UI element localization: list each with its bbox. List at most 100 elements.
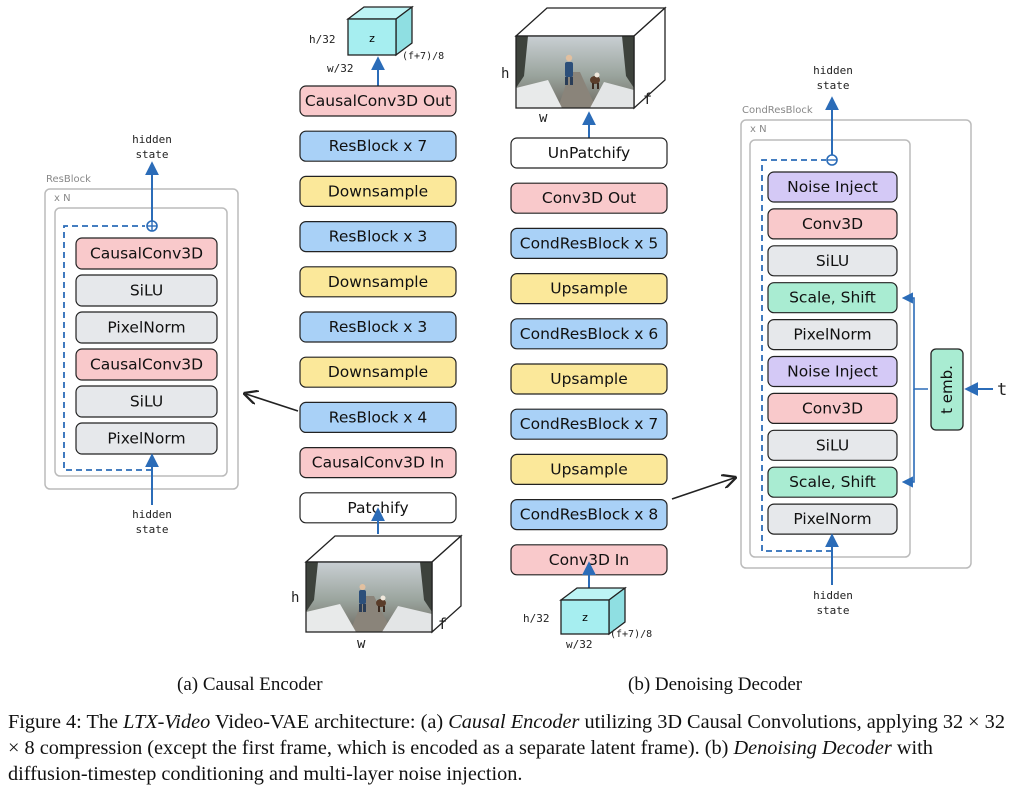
decoder-layer-label: CondResBlock x 6 <box>520 325 658 343</box>
decoder-latent-label: z <box>582 611 588 624</box>
condresblock-layer-pixelnorm: PixelNorm <box>767 503 898 535</box>
decoder-output-video-cube: h w f <box>501 6 667 126</box>
decoder-layer-condresblock-x-7: CondResBlock x 7 <box>510 408 668 440</box>
condresblock-layer-label: PixelNorm <box>793 510 871 528</box>
resblock-outer-frame <box>44 188 239 490</box>
decoder-output-video-frame <box>516 36 634 108</box>
encoder-input-w: w <box>357 636 366 652</box>
decoder-layer-condresblock-x-5: CondResBlock x 5 <box>510 227 668 259</box>
temb-to-scale-shift-1 <box>901 292 928 390</box>
resblock-detail: ResBlock x N CausalConv3DSiLUPixelNormCa… <box>44 133 239 536</box>
resblock-hidden-in-line2: state <box>135 523 168 536</box>
caption-text-2: Video-VAE architecture: (a) <box>214 711 444 733</box>
condresblock-pointer-arrow <box>671 478 734 500</box>
encoder-layer-label: ResBlock x 3 <box>329 228 428 246</box>
t-label: t <box>997 380 1007 400</box>
resblock-title: ResBlock <box>46 174 91 185</box>
encoder-layer-label: CausalConv3D In <box>312 454 444 472</box>
figure-caption: Figure 4: The LTX-Video Video-VAE archit… <box>8 709 1006 787</box>
decoder-output-w: w <box>539 110 548 126</box>
condresblock-layer-silu: SiLU <box>767 245 898 277</box>
encoder-layer-downsample: Downsample <box>299 266 457 298</box>
resblock-hidden-in-line1: hidden <box>132 508 172 521</box>
decoder-output-h: h <box>501 66 509 82</box>
condresblock-layer-label: PixelNorm <box>793 326 871 344</box>
condresblock-layer-label: Scale, Shift <box>789 473 876 491</box>
encoder-layer-label: ResBlock x 4 <box>329 408 428 426</box>
encoder-layer-label: Downsample <box>328 363 428 381</box>
decoder-layer-upsample: Upsample <box>510 363 668 395</box>
decoder-layer-label: Conv3D In <box>549 551 629 569</box>
temb-to-scale-shift-2 <box>901 389 915 488</box>
resblock-layer-pixelnorm: PixelNorm <box>75 422 218 455</box>
condresblock-layer-conv3d: Conv3D <box>767 392 898 424</box>
encoder-layer-label: CausalConv3D Out <box>305 92 451 110</box>
resblock-layer-label: SiLU <box>130 282 163 300</box>
decoder-layer-unpatchify: UnPatchify <box>510 137 668 169</box>
resblock-layer-silu: SiLU <box>75 274 218 307</box>
resblock-layer-label: SiLU <box>130 393 163 411</box>
encoder-input-h: h <box>291 590 299 606</box>
encoder-layer-label: ResBlock x 3 <box>329 318 428 336</box>
encoder-input-video-frame <box>306 562 432 632</box>
resblock-layer-label: CausalConv3D <box>90 245 203 263</box>
encoder-latent-label: z <box>369 32 375 45</box>
decoder-layer-label: Conv3D Out <box>542 189 636 207</box>
caption-text-3: utilizing 3D Causal Convolutions, applyi… <box>8 711 1005 759</box>
decoder-layer-upsample: Upsample <box>510 273 668 305</box>
condresblock-layer-label: Noise Inject <box>787 363 878 381</box>
decoder-layer-upsample: Upsample <box>510 453 668 485</box>
caption-b: (b) Denoising Decoder <box>628 674 803 695</box>
encoder-layer-resblock-x-3: ResBlock x 3 <box>299 221 457 253</box>
encoder-layer-downsample: Downsample <box>299 175 457 207</box>
condresblock-inner-frame <box>749 139 911 558</box>
decoder-layer-conv3d-in: Conv3D In <box>510 544 668 576</box>
resblock-repeat: x N <box>54 193 71 204</box>
decoder-latent-h: h/32 <box>523 612 550 625</box>
condresblock-layer-pixelnorm: PixelNorm <box>767 319 898 351</box>
resblock-skip-connection <box>63 225 152 471</box>
resblock-layer-silu: SiLU <box>75 385 218 418</box>
decoder-layer-label: Upsample <box>550 460 628 478</box>
condresblock-hidden-in-line2: state <box>816 604 849 617</box>
condresblock-layer-silu: SiLU <box>767 429 898 461</box>
encoder-input-f: f <box>438 615 447 633</box>
condresblock-skip-connection <box>761 159 832 552</box>
condresblock-repeat: x N <box>750 124 767 135</box>
decoder-latent-w: w/32 <box>566 638 593 651</box>
resblock-hidden-out-line1: hidden <box>132 133 172 146</box>
encoder-latent-f: (f+7)/8 <box>402 51 444 62</box>
condresblock-title: CondResBlock <box>742 105 813 116</box>
decoder-layer-label: CondResBlock x 8 <box>520 506 658 524</box>
resblock-layer-causalconv3d: CausalConv3D <box>75 348 218 381</box>
resblock-hidden-out-line2: state <box>135 148 168 161</box>
condresblock-detail: CondResBlock x N Noise InjectConv3DSiLUS… <box>740 64 1007 617</box>
condresblock-hidden-in-line1: hidden <box>813 589 853 602</box>
encoder-layer-label: Downsample <box>328 182 428 200</box>
decoder-layer-label: Upsample <box>550 280 628 298</box>
encoder-input-video-cube: h w f <box>291 534 463 652</box>
condresblock-hidden-out-line1: hidden <box>813 64 853 77</box>
decoder-layer-conv3d-out: Conv3D Out <box>510 182 668 214</box>
decoder-output-f: f <box>643 90 652 108</box>
caption-text-1: The <box>86 711 119 733</box>
condresblock-hidden-out-line2: state <box>816 79 849 92</box>
encoder-layer-causalconv3d-in: CausalConv3D In <box>299 447 457 479</box>
condresblock-layer-conv3d: Conv3D <box>767 208 898 240</box>
t-emb-label: t emb. <box>938 365 956 414</box>
resblock-layer-label: PixelNorm <box>107 319 185 337</box>
resblock-pointer-arrow <box>246 394 299 412</box>
resblock-layers: CausalConv3DSiLUPixelNormCausalConv3DSiL… <box>75 237 218 455</box>
caption-text-4: with diffusion-timestep conditioning and… <box>8 737 933 785</box>
decoder-layer-label: Upsample <box>550 370 628 388</box>
caption-a: (a) Causal Encoder <box>177 674 323 695</box>
condresblock-layer-label: Conv3D <box>802 399 863 417</box>
condresblock-layer-label: SiLU <box>816 252 849 270</box>
decoder-layer-label: CondResBlock x 7 <box>520 415 658 433</box>
resblock-layer-label: PixelNorm <box>107 430 185 448</box>
condresblock-layer-scale-shift: Scale, Shift <box>767 466 898 498</box>
